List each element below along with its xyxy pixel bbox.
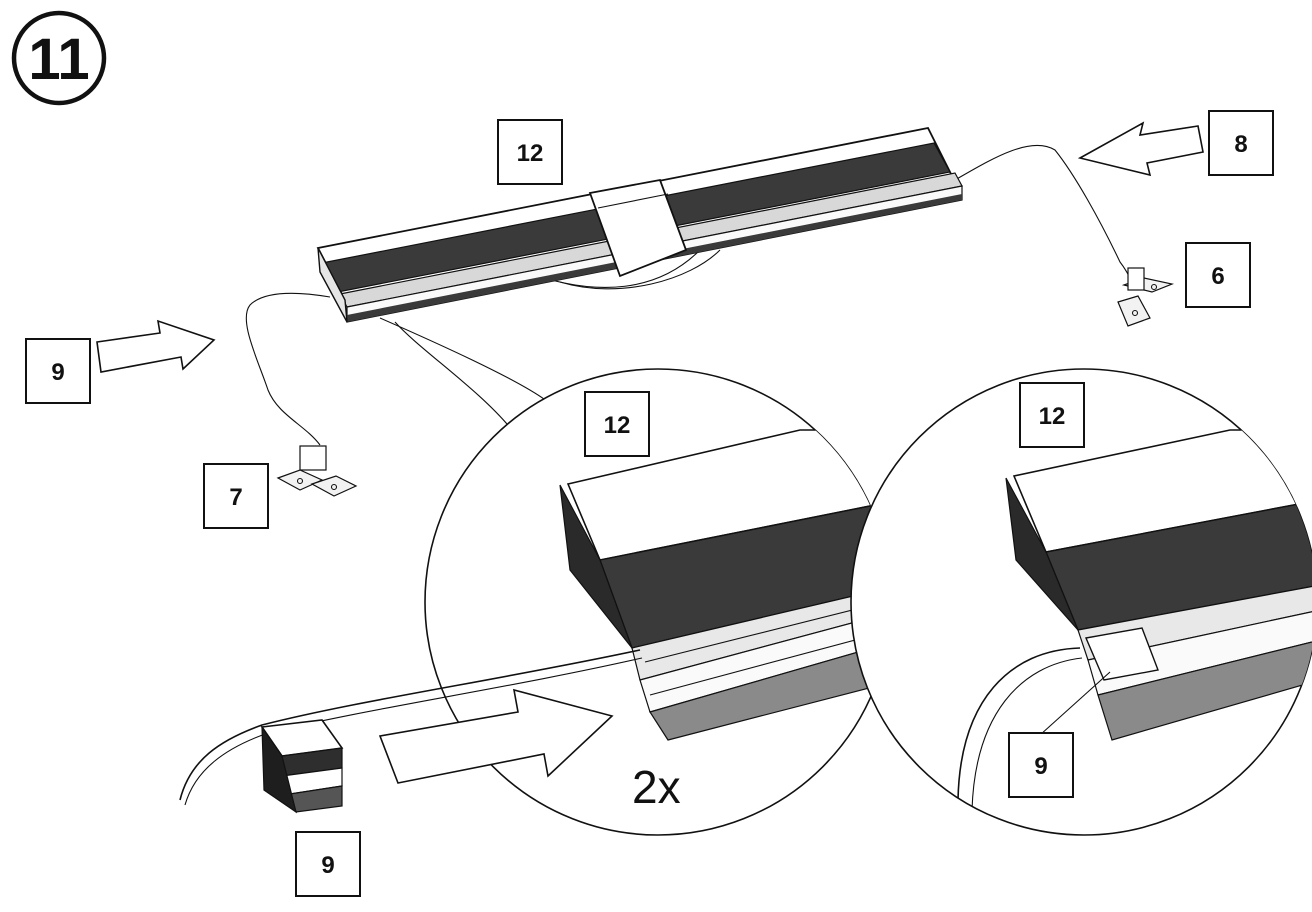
svg-text:12: 12 [1039,403,1066,430]
arrow-right-pointing [96,319,216,373]
svg-text:7: 7 [229,484,242,511]
detail-circle-left: 12 2x [424,368,892,836]
label-detail-right-cap: 9 [1008,732,1074,798]
cord-left [245,292,331,446]
svg-text:12: 12 [517,140,544,167]
headrail-overview [245,126,1137,446]
label-detail-left-headrail: 12 [584,391,650,457]
step-number-text: 11 [28,27,89,92]
cord-bottom [179,649,641,801]
quantity-label: 2x [632,761,681,813]
label-end-cap-bottom: 9 [295,831,361,897]
svg-text:9: 9 [51,359,64,386]
bracket-right-icon [1117,267,1175,327]
arrow-insert [378,688,614,784]
svg-text:9: 9 [1034,753,1047,780]
label-bracket-left: 7 [203,463,269,529]
step-number-badge: 11 [11,10,107,106]
label-bracket-right: 6 [1185,242,1251,308]
label-arrow-right-upper: 8 [1208,110,1274,176]
label-detail-right-headrail: 12 [1019,382,1085,448]
svg-text:9: 9 [321,852,334,879]
svg-text:12: 12 [604,412,631,439]
bracket-left-icon [276,445,358,497]
svg-text:6: 6 [1211,263,1224,290]
cord-right [954,144,1137,291]
svg-text:8: 8 [1234,131,1247,158]
label-arrow-left: 9 [25,338,91,404]
arrow-left-pointing [1077,121,1204,177]
detail-circle-right: 12 9 [850,368,1312,836]
end-cap-icon [260,719,344,814]
label-headrail-top: 12 [497,119,563,185]
